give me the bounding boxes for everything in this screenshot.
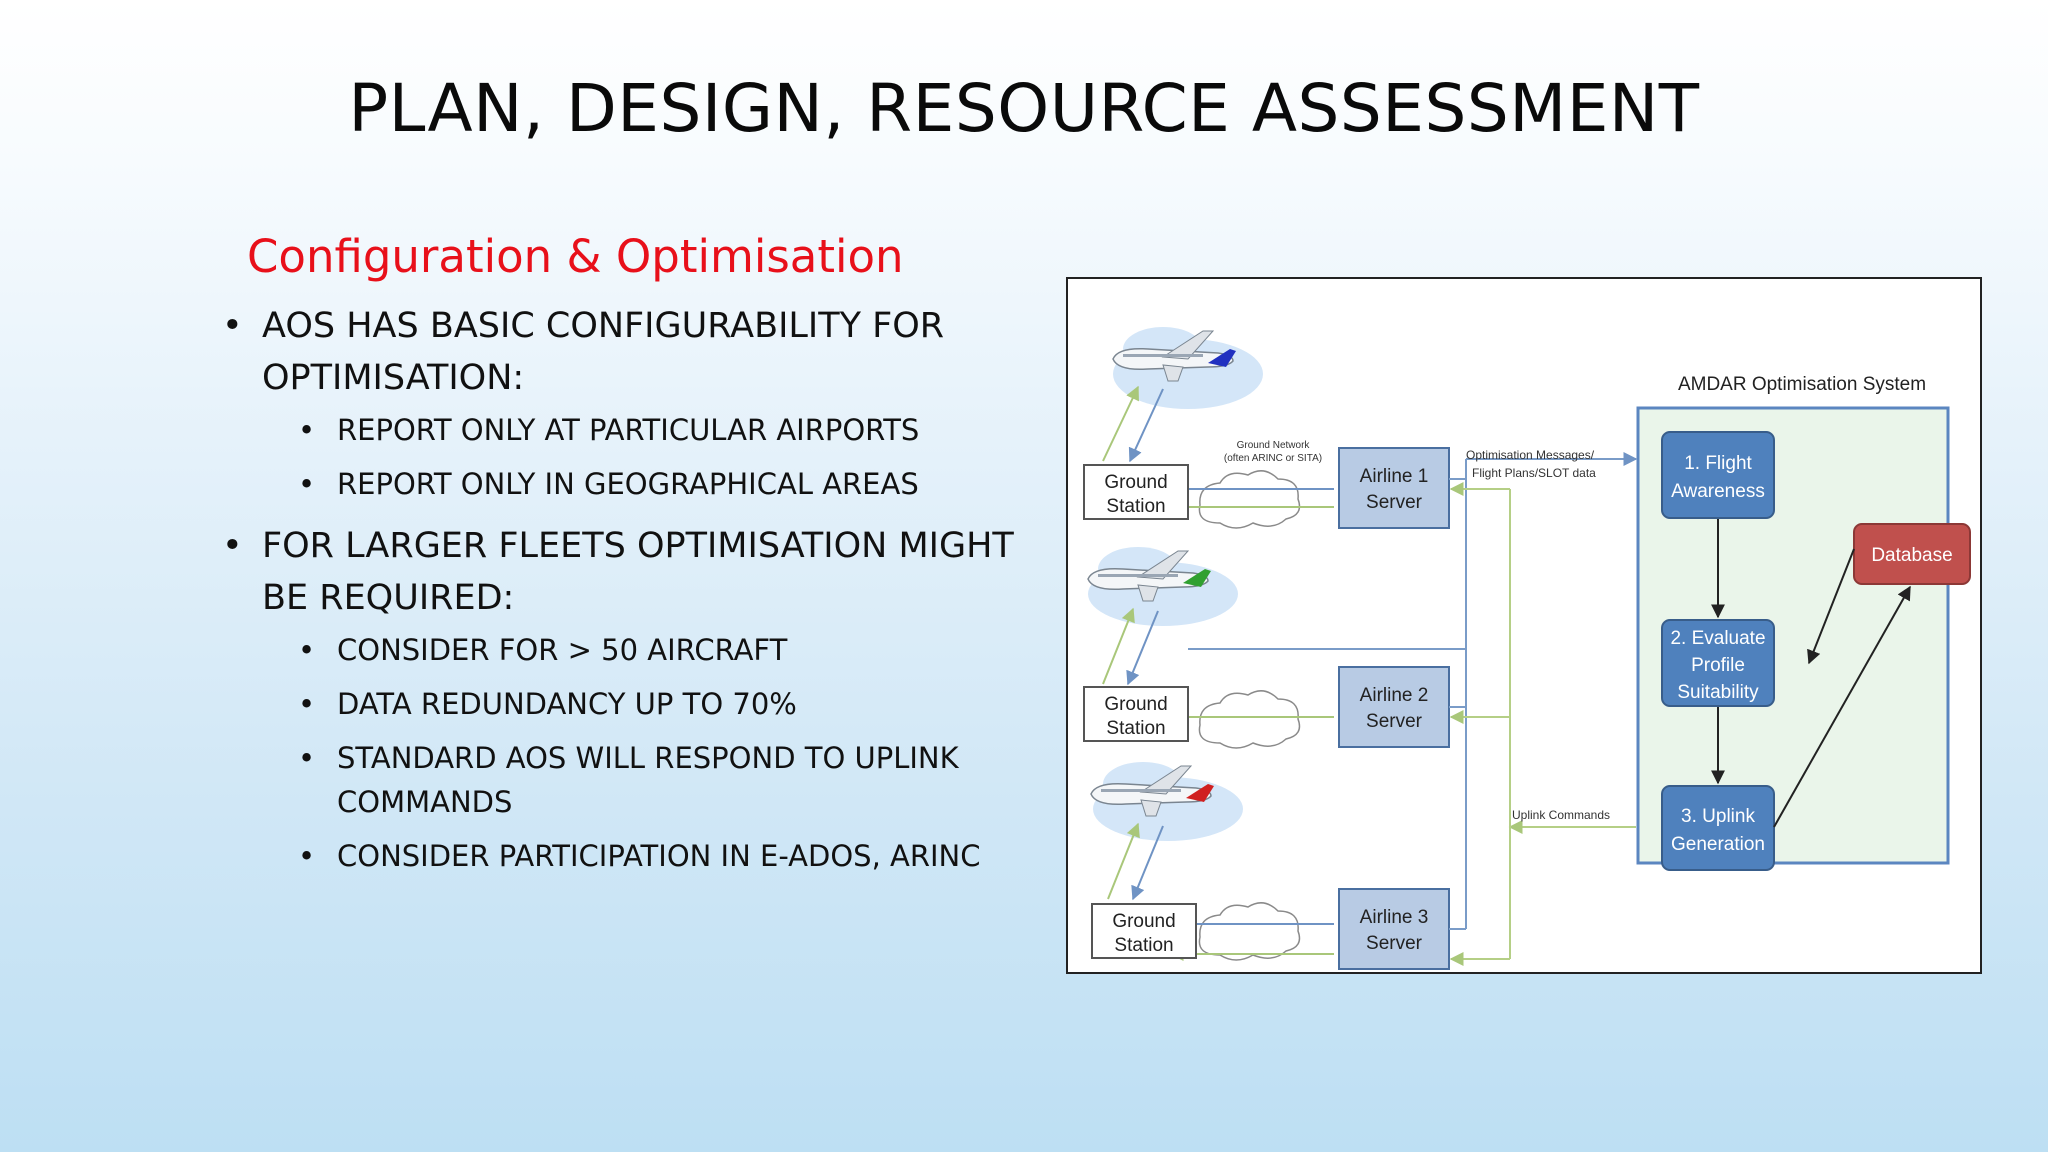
amdar-diagram: AMDAR Optimisation System <box>1066 277 1982 974</box>
bullet-item: FOR LARGER FLEETS OPTIMISATION MIGHT BE … <box>222 520 1042 624</box>
svg-text:1. Flight: 1. Flight <box>1684 453 1752 474</box>
bullet-item: AOS HAS BASIC CONFIGURABILITY FOR OPTIMI… <box>222 300 1042 404</box>
ground-station-1: Ground Station <box>1083 464 1189 520</box>
flight-plans-label: Flight Plans/SLOT data <box>1472 466 1596 480</box>
svg-text:Ground: Ground <box>1104 472 1167 493</box>
svg-text:3. Uplink: 3. Uplink <box>1681 806 1755 827</box>
svg-text:Generation: Generation <box>1671 834 1765 855</box>
database-node: Database <box>1853 523 1971 585</box>
uplink-command-bus <box>1449 482 1636 966</box>
optimisation-messages-label: Optimisation Messages/ <box>1466 448 1595 462</box>
svg-text:Station: Station <box>1106 718 1165 739</box>
svg-text:Database: Database <box>1871 545 1952 566</box>
svg-text:Suitability: Suitability <box>1677 682 1759 703</box>
sub-bullet-item: CONSIDER FOR > 50 AIRCRAFT <box>222 628 1042 672</box>
svg-text:Profile: Profile <box>1691 655 1745 676</box>
svg-text:Airline 1: Airline 1 <box>1360 466 1429 487</box>
ground-station-2: Ground Station <box>1083 686 1189 742</box>
svg-text:Ground: Ground <box>1104 694 1167 715</box>
svg-text:Station: Station <box>1106 496 1165 517</box>
sub-bullet-item: STANDARD AOS WILL RESPOND TO UPLINK COMM… <box>222 736 1042 824</box>
sub-bullet-item: REPORT ONLY IN GEOGRAPHICAL AREAS <box>222 462 1042 506</box>
process-flow-arrows <box>1711 519 1911 828</box>
section-subtitle: Configuration & Optimisation <box>247 230 904 283</box>
svg-text:Server: Server <box>1366 933 1423 954</box>
step-flight-awareness: 1. Flight Awareness <box>1661 431 1775 519</box>
svg-text:Station: Station <box>1114 935 1173 956</box>
page-title: PLAN, DESIGN, RESOURCE ASSESSMENT <box>348 70 1700 147</box>
airline-3-server: Airline 3 Server <box>1338 888 1450 970</box>
airplane-icon <box>1112 330 1236 382</box>
svg-text:2. Evaluate: 2. Evaluate <box>1670 628 1765 649</box>
sub-bullet-item: DATA REDUNDANCY UP TO 70% <box>222 682 1042 726</box>
diagram-canvas: AMDAR Optimisation System <box>1083 327 1971 970</box>
step-evaluate-profile: 2. Evaluate Profile Suitability <box>1661 619 1775 707</box>
network-cloud-icon <box>1198 470 1301 961</box>
ground-server-links <box>1160 488 1334 961</box>
svg-text:Airline 2: Airline 2 <box>1360 685 1429 706</box>
ground-network-label: Ground Network <box>1237 440 1311 451</box>
bullet-list: AOS HAS BASIC CONFIGURABILITY FOR OPTIMI… <box>222 300 1042 878</box>
svg-text:Airline 3: Airline 3 <box>1360 907 1429 928</box>
svg-text:Awareness: Awareness <box>1671 481 1765 502</box>
sub-bullet-item: CONSIDER PARTICIPATION IN E-ADOS, ARINC <box>222 834 1042 878</box>
system-title: AMDAR Optimisation System <box>1678 374 1926 395</box>
ground-network-sublabel: (often ARINC or SITA) <box>1224 453 1322 464</box>
airline-2-server: Airline 2 Server <box>1338 666 1450 748</box>
uplink-commands-label: Uplink Commands <box>1512 808 1610 822</box>
air-ground-links <box>1102 385 1164 901</box>
optimisation-message-bus <box>1188 452 1638 930</box>
svg-text:Ground: Ground <box>1112 911 1175 932</box>
airline-1-server: Airline 1 Server <box>1338 447 1450 529</box>
sub-bullet-item: REPORT ONLY AT PARTICULAR AIRPORTS <box>222 408 1042 452</box>
step-uplink-generation: 3. Uplink Generation <box>1661 785 1775 871</box>
airplane-icon <box>1087 550 1211 602</box>
svg-text:Server: Server <box>1366 711 1423 732</box>
ground-station-3: Ground Station <box>1091 903 1197 959</box>
airplane-icon <box>1090 765 1214 817</box>
svg-text:Server: Server <box>1366 492 1423 513</box>
